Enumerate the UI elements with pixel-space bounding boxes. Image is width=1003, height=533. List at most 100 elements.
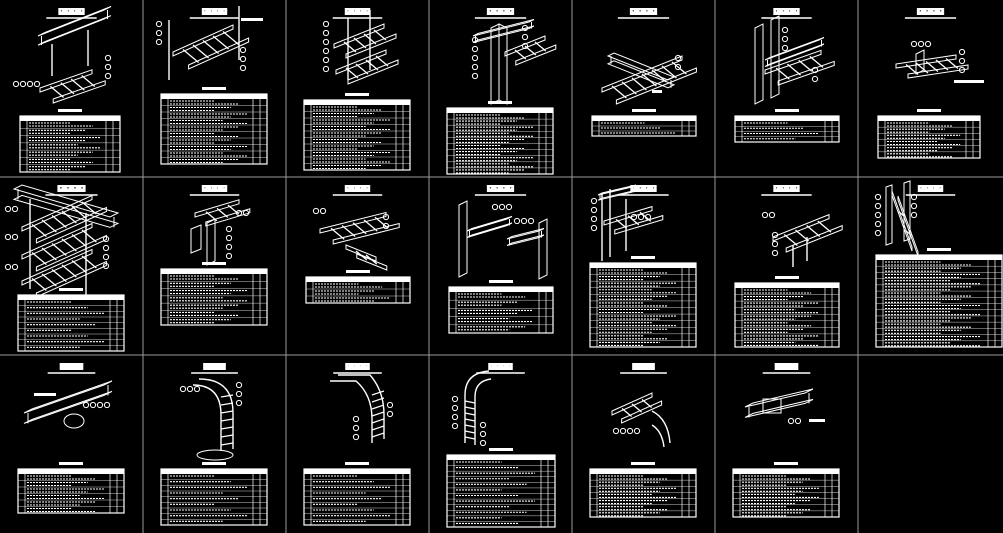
callout-balloon	[794, 417, 802, 425]
table-caption	[775, 276, 799, 279]
callout-balloon	[155, 38, 163, 46]
callout-balloon	[319, 207, 327, 215]
spec-table-header	[735, 283, 839, 288]
callout-balloon	[874, 202, 882, 210]
table-caption	[489, 280, 513, 283]
callout-balloon	[352, 415, 360, 423]
title-banner	[57, 185, 86, 192]
title-banner	[201, 8, 228, 15]
table-caption	[775, 109, 799, 112]
callout-balloon	[104, 54, 112, 62]
drawing-ladder-tray-rod-support	[322, 10, 399, 85]
title-banner	[629, 8, 658, 15]
callout-balloon	[958, 48, 966, 56]
title-banner	[773, 185, 800, 192]
callout-balloon	[352, 433, 360, 441]
callout-balloon	[225, 252, 233, 260]
table-caption	[345, 93, 369, 96]
callout-balloon	[102, 235, 110, 243]
drawing-multi-tier-trapeze	[4, 184, 120, 298]
title-banner	[344, 185, 371, 192]
callout-balloon	[471, 45, 479, 53]
spec-table-frame	[17, 294, 125, 352]
callout-balloon	[193, 385, 201, 393]
title-banner	[488, 363, 513, 370]
panel-layer	[4, 6, 1003, 528]
callout-balloon	[19, 80, 27, 88]
drawing-tee-bracket-support	[190, 199, 251, 266]
callout-balloon	[874, 229, 882, 237]
drawing-tray-crossing-beam	[601, 52, 697, 105]
callout-balloon	[382, 222, 390, 230]
callout-balloon	[644, 213, 652, 221]
panel-r2c2	[160, 185, 268, 326]
callout-balloon	[235, 390, 243, 398]
table-caption	[632, 109, 656, 112]
panel-r3c1	[17, 363, 125, 514]
callout-balloon	[104, 63, 112, 71]
callout-balloon	[352, 424, 360, 432]
callout-balloon	[12, 80, 20, 88]
callout-balloon	[479, 421, 487, 429]
label-tag	[241, 18, 263, 21]
table-caption	[488, 101, 512, 104]
spec-table-header	[304, 100, 410, 105]
title-banner	[345, 363, 370, 370]
callout-balloon	[910, 211, 918, 219]
table-caption	[58, 109, 82, 112]
base-plate	[196, 449, 234, 461]
spec-table-header	[878, 116, 980, 121]
callout-balloon	[612, 427, 620, 435]
spec-table-header	[733, 469, 839, 474]
callout-balloon	[479, 430, 487, 438]
table-caption	[202, 87, 226, 90]
callout-balloon	[771, 249, 779, 257]
callout-balloon	[451, 422, 459, 430]
callout-balloon	[104, 72, 112, 80]
spec-table	[19, 115, 121, 173]
spec-table-header	[161, 469, 267, 474]
callout-balloon	[471, 54, 479, 62]
spec-table	[875, 254, 1003, 348]
callout-balloon	[910, 193, 918, 201]
callout-balloon	[958, 57, 966, 65]
title-banner	[773, 8, 800, 15]
callout-balloon	[386, 401, 394, 409]
label-tag	[34, 393, 56, 396]
spec-table	[877, 115, 981, 159]
drawing-trapeze-hanger-beam	[12, 6, 112, 104]
callout-balloon	[917, 40, 925, 48]
callout-balloon	[924, 40, 932, 48]
callout-balloon	[471, 63, 479, 71]
callout-balloon	[520, 217, 528, 225]
drawing-cantilever-column-support	[754, 15, 835, 105]
spec-table-frame	[875, 254, 1003, 348]
callout-balloon	[155, 29, 163, 37]
callout-balloon	[82, 401, 90, 409]
spec-table-frame	[446, 454, 556, 528]
spec-table	[734, 115, 840, 143]
callout-balloon	[11, 205, 19, 213]
panel-r1c7	[877, 8, 984, 159]
spec-table	[17, 294, 125, 352]
drawing-horizontal-bend-branch	[611, 392, 671, 448]
spec-table	[589, 262, 697, 348]
callout-balloon	[874, 193, 882, 201]
callout-balloon	[491, 203, 499, 211]
table-caption	[59, 288, 83, 291]
table-caption	[202, 462, 226, 465]
callout-balloon	[322, 47, 330, 55]
spec-table	[734, 282, 840, 348]
spec-table	[591, 115, 697, 137]
callout-balloon	[242, 209, 250, 217]
title-banner	[774, 363, 799, 370]
callout-balloon	[527, 217, 535, 225]
callout-balloon	[910, 202, 918, 210]
callout-balloon	[102, 253, 110, 261]
callout-balloon	[619, 427, 627, 435]
drawing-inside-bend-wall	[330, 374, 394, 443]
drawing-outside-bend-riser	[451, 370, 492, 447]
callout-balloon	[235, 381, 243, 389]
panel-r2c5	[589, 184, 697, 348]
